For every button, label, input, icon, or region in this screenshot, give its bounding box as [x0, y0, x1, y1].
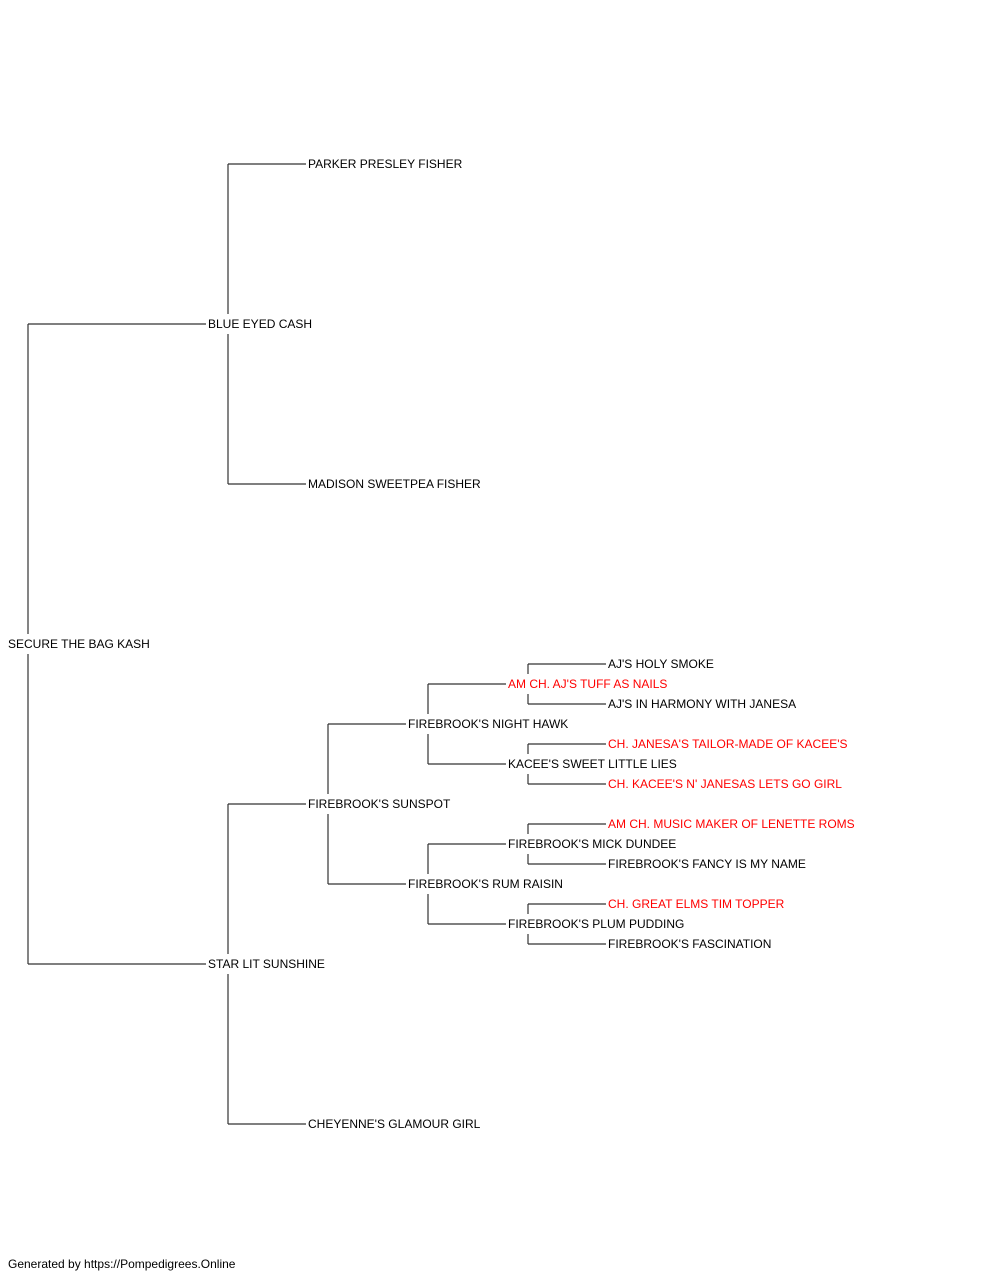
- ancestor-name: BLUE EYED CASH: [208, 317, 312, 331]
- ancestor-name: FIREBROOK'S MICK DUNDEE: [508, 837, 676, 851]
- ancestor-name: FIREBROOK'S NIGHT HAWK: [408, 717, 568, 731]
- ancestor-name: CHEYENNE'S GLAMOUR GIRL: [308, 1117, 481, 1131]
- ancestor-name: PARKER PRESLEY FISHER: [308, 157, 463, 171]
- connector-lines: [27, 163, 606, 1125]
- generated-by-footer: Generated by https://Pompedigrees.Online: [8, 1257, 236, 1271]
- ancestor-name: FIREBROOK'S FASCINATION: [608, 937, 771, 951]
- ancestor-name: AJ'S HOLY SMOKE: [608, 657, 714, 671]
- ancestor-name: STAR LIT SUNSHINE: [208, 957, 325, 971]
- ancestor-name: KACEE'S SWEET LITTLE LIES: [508, 757, 677, 771]
- ancestor-name: MADISON SWEETPEA FISHER: [308, 477, 481, 491]
- champion-ancestor-name: CH. GREAT ELMS TIM TOPPER: [608, 897, 785, 911]
- champion-ancestor-name: CH. JANESA'S TAILOR-MADE OF KACEE'S: [608, 737, 848, 751]
- name-labels: SECURE THE BAG KASH BLUE EYED CASH PARKER …: [8, 157, 855, 1131]
- ancestor-name: FIREBROOK'S FANCY IS MY NAME: [608, 857, 806, 871]
- ancestor-name: AJ'S IN HARMONY WITH JANESA: [608, 697, 796, 711]
- champion-ancestor-name: AM CH. MUSIC MAKER OF LENETTE ROMS: [608, 817, 855, 831]
- ancestor-name: FIREBROOK'S SUNSPOT: [308, 797, 451, 811]
- ancestor-name: FIREBROOK'S PLUM PUDDING: [508, 917, 684, 931]
- subject-name: SECURE THE BAG KASH: [8, 637, 150, 651]
- ancestor-name: FIREBROOK'S RUM RAISIN: [408, 877, 563, 891]
- champion-ancestor-name: CH. KACEE'S N' JANESAS LETS GO GIRL: [608, 777, 842, 791]
- champion-ancestor-name: AM CH. AJ'S TUFF AS NAILS: [508, 677, 667, 691]
